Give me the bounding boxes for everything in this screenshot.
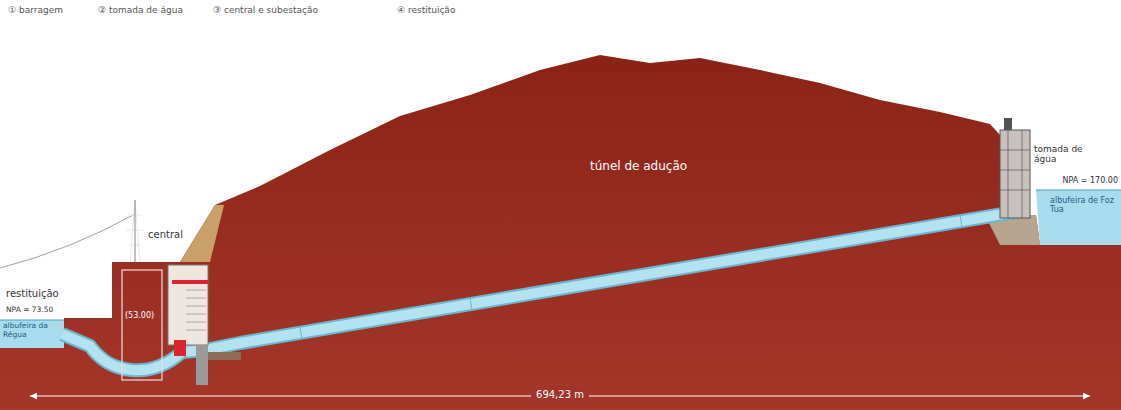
upper-reservoir — [1036, 190, 1121, 245]
intake-tower-detail — [1000, 130, 1030, 218]
part-label: albufeira de Foz Tua — [1050, 196, 1116, 214]
part-label: túnel de adução — [590, 160, 687, 174]
part-label: tomada de água — [1034, 144, 1084, 165]
intake-tower — [1000, 130, 1030, 218]
intake-hoist — [1004, 118, 1012, 130]
water-level — [1036, 190, 1121, 191]
turbine-unit — [174, 340, 186, 356]
headrace-tunnel — [182, 212, 1015, 352]
powerhouse-hall — [168, 265, 208, 345]
tunnel-joints — [300, 215, 962, 339]
part-label: restituição — [6, 288, 59, 300]
level-label: NPA = 170.00 — [1062, 176, 1118, 185]
level-label: (53.00) — [125, 311, 154, 320]
powerhouse-shaft — [122, 270, 162, 380]
foundation — [196, 345, 208, 385]
part-key: ① barragem — [8, 5, 63, 15]
part-label: central — [148, 229, 183, 241]
power-cable — [0, 214, 135, 268]
tunnel-wall — [182, 212, 1015, 352]
part-label: albufeira da Régua — [3, 322, 61, 339]
level-label: NPA = 73.50 — [6, 306, 53, 315]
dimension-label: 694,23 m — [531, 389, 589, 401]
water-level — [0, 320, 64, 321]
part-key: ③ central e subestação — [213, 5, 318, 15]
earth-slope — [180, 205, 224, 262]
valve-chamber — [205, 352, 241, 360]
crane-beam — [172, 280, 208, 284]
substation-tower — [126, 200, 144, 262]
lower-reservoir — [0, 320, 64, 348]
part-key: ④ restituição — [397, 5, 455, 15]
mountain — [0, 55, 1121, 410]
powerhouse-floors — [186, 290, 206, 330]
part-key: ② tomada de água — [98, 5, 183, 15]
substation-tower-outline — [135, 200, 136, 262]
